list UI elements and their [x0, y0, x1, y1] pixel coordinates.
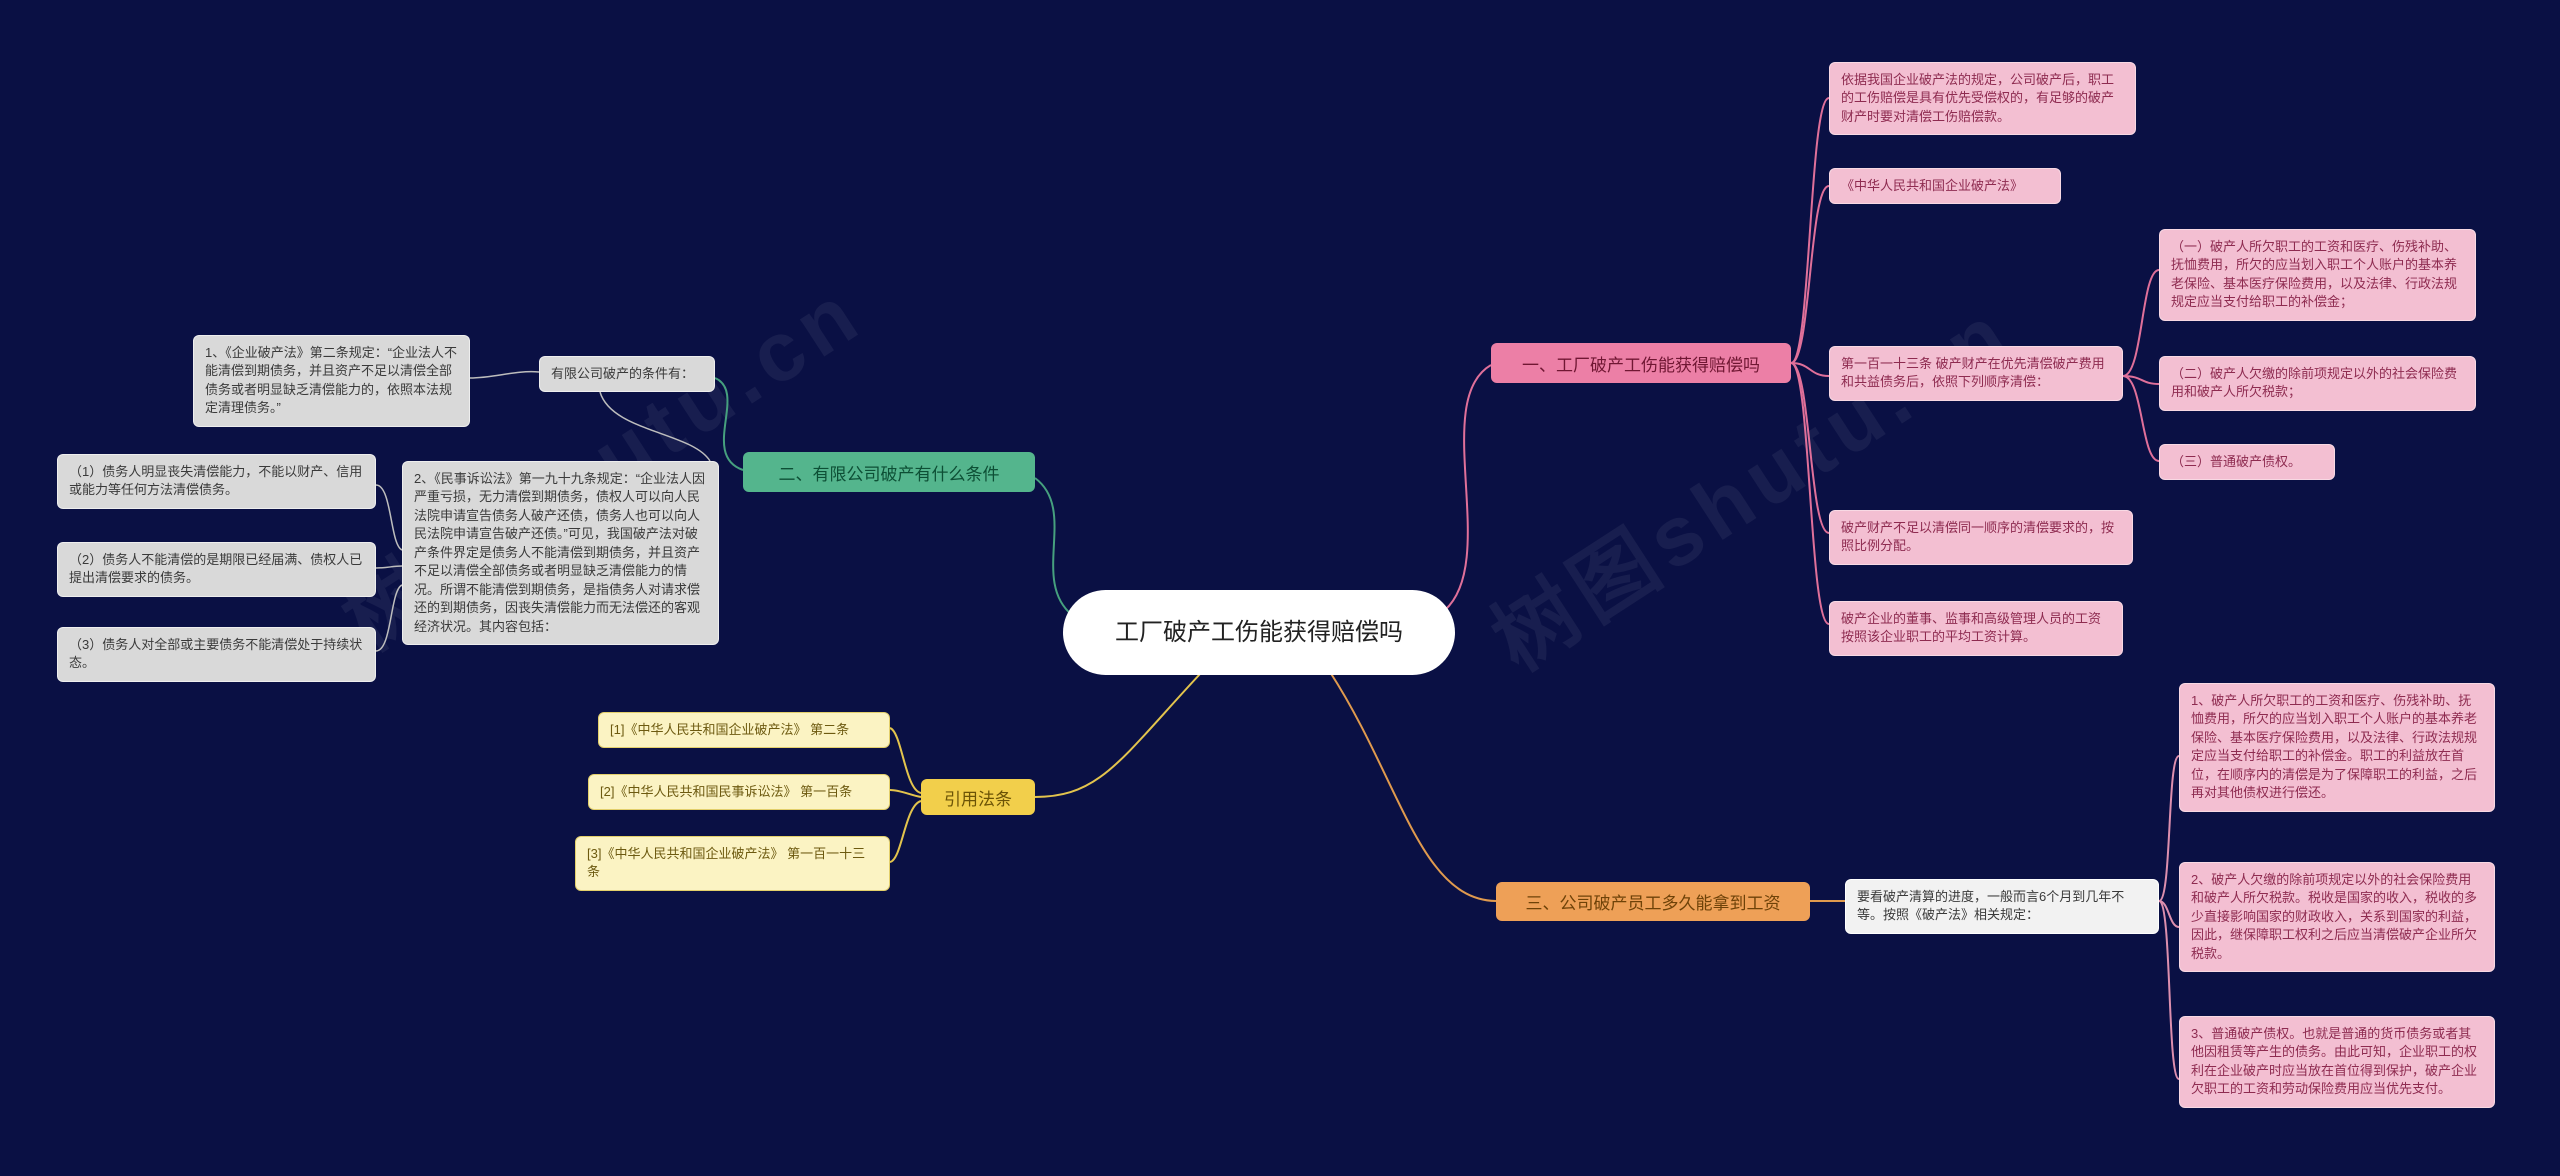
citation-item3-box[interactable]: [3]《中华人民共和国企业破产法》 第一百一十三条 — [575, 836, 890, 891]
citations-node[interactable]: 引用法条 — [921, 779, 1035, 815]
connector-branch1-prorata — [1790, 362, 1830, 534]
central-topic[interactable]: 工厂破产工伤能获得赔偿吗 — [1063, 590, 1455, 675]
branch3-node[interactable]: 三、公司破产员工多久能拿到工资 — [1496, 882, 1810, 921]
connector-header-law2 — [599, 391, 711, 462]
connector-article-item3 — [2122, 375, 2160, 462]
connector-intro-item3 — [2158, 900, 2180, 1080]
branch3-item3-box[interactable]: 3、普通破产债权。也就是普通的货币债务或者其他因租赁等产生的债务。由此可知，企业… — [2179, 1016, 2495, 1108]
branch1-node[interactable]: 一、工厂破产工伤能获得赔偿吗 — [1491, 343, 1791, 383]
branch2-point3-box[interactable]: （3）债务人对全部或主要债务不能清偿处于持续状态。 — [57, 627, 376, 682]
branch1-prorata-box[interactable]: 破产财产不足以清偿同一顺序的清偿要求的，按照比例分配。 — [1829, 510, 2133, 565]
connector-article-item2 — [2122, 375, 2160, 385]
branch1-law-title-box[interactable]: 《中华人民共和国企业破产法》 — [1829, 168, 2061, 205]
connector-law2-point3 — [375, 584, 403, 652]
connector-law2-point1 — [375, 484, 403, 551]
branch2-point2-box[interactable]: （2）债务人不能清偿的是期限已经届满、债权人已提出清偿要求的债务。 — [57, 542, 376, 597]
connector-intro-item1 — [2158, 755, 2180, 902]
branch1-article-item2-box[interactable]: （二）破产人欠缴的除前项规定以外的社会保险费用和破产人所欠税款； — [2159, 356, 2476, 411]
connector-citations-item3 — [889, 800, 922, 863]
connector-branch1-law — [1790, 185, 1830, 364]
connector-citations-item2 — [889, 789, 922, 798]
connector-law2-point2 — [375, 565, 403, 569]
connector-citations-item1 — [889, 727, 922, 794]
connector-center-branch1 — [1444, 364, 1492, 611]
citation-item1-box[interactable]: [1]《中华人民共和国企业破产法》 第二条 — [598, 712, 890, 749]
citation-item2-box[interactable]: [2]《中华人民共和国民事诉讼法》 第一百条 — [588, 774, 890, 811]
branch2-law2-box[interactable]: 2、《民事诉讼法》第一九十九条规定：“企业法人因严重亏损，无力清偿到期债务，债权… — [402, 461, 719, 646]
connector-center-branch2 — [1034, 477, 1073, 616]
branch3-intro-box[interactable]: 要看破产清算的进度，一般而言6个月到几年不等。按照《破产法》相关规定： — [1845, 879, 2159, 934]
branch2-header-box[interactable]: 有限公司破产的条件有： — [539, 356, 715, 393]
branch3-item1-box[interactable]: 1、破产人所欠职工的工资和医疗、伤残补助、抚恤费用，所欠的应当划入职工个人账户的… — [2179, 683, 2495, 812]
branch1-intro-box[interactable]: 依据我国企业破产法的规定，公司破产后，职工的工伤赔偿是具有优先受偿权的，有足够的… — [1829, 62, 2136, 136]
connector-branch1-managers — [1790, 362, 1830, 625]
connector-header-law1 — [469, 370, 540, 379]
branch2-law1-box[interactable]: 1、《企业破产法》第二条规定：“企业法人不能清偿到期债务，并且资产不足以清偿全部… — [193, 335, 470, 427]
branch1-article-item3-box[interactable]: （三）普通破产债权。 — [2159, 444, 2335, 481]
branch2-node[interactable]: 二、有限公司破产有什么条件 — [743, 452, 1035, 492]
branch1-article-item1-box[interactable]: （一）破产人所欠职工的工资和医疗、伤残补助、抚恤费用，所欠的应当划入职工个人账户… — [2159, 229, 2476, 321]
branch2-point1-box[interactable]: （1）债务人明显丧失清偿能力，不能以财产、信用或能力等任何方法清偿债务。 — [57, 454, 376, 509]
connector-center-branch3 — [1329, 671, 1497, 902]
connector-center-citations — [1034, 673, 1201, 798]
connector-branch1-article — [1790, 362, 1830, 377]
connector-article-item1 — [2122, 269, 2160, 377]
branch1-managers-box[interactable]: 破产企业的董事、监事和高级管理人员的工资按照该企业职工的平均工资计算。 — [1829, 601, 2123, 656]
connector-branch1-intro — [1790, 97, 1830, 364]
connector-branch2-header — [714, 377, 744, 471]
branch1-article-box[interactable]: 第一百一十三条 破产财产在优先清偿破产费用和共益债务后，依照下列顺序清偿： — [1829, 346, 2123, 401]
branch3-item2-box[interactable]: 2、破产人欠缴的除前项规定以外的社会保险费用和破产人所欠税款。税收是国家的收入，… — [2179, 862, 2495, 973]
